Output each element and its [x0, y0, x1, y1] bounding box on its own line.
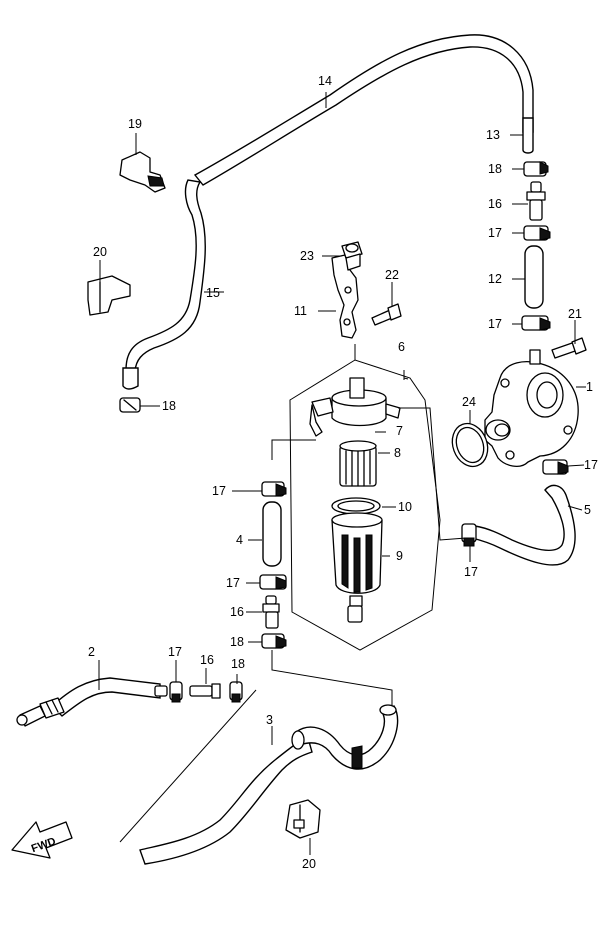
callout-5: 5 [584, 503, 591, 517]
routing-guide-lines [119, 407, 467, 843]
flange-nut-23 [341, 241, 363, 271]
fuel-pump-1 [484, 349, 579, 468]
callout-20-lower: 20 [302, 857, 316, 871]
callout-1: 1 [586, 380, 593, 394]
callout-17-col-upper: 17 [212, 484, 226, 498]
fuel-hose-3 [139, 704, 399, 865]
filter-bowl-9 [331, 512, 383, 623]
hose-clamp-17-right-lower [521, 315, 551, 331]
forward-direction-arrow: FWD [11, 821, 73, 859]
callout-17-right-lower: 17 [488, 317, 502, 331]
callout-17-right-upper: 17 [488, 226, 502, 240]
hose-clip-19 [119, 151, 166, 193]
callout-16-right: 16 [488, 197, 502, 211]
callout-15: 15 [206, 286, 220, 300]
callout-24: 24 [462, 395, 476, 409]
callout-17-bottom: 17 [168, 645, 182, 659]
hose-clamp-17-pump [542, 459, 569, 475]
callout-13: 13 [486, 128, 500, 142]
callout-18-bottom: 18 [231, 657, 245, 671]
bracket-11 [331, 254, 359, 339]
bolt-22 [371, 303, 402, 326]
hose-clamp-18-col [261, 633, 287, 649]
callout-22: 22 [385, 268, 399, 282]
fuel-hose-4 [262, 501, 282, 567]
callout-16-col: 16 [230, 605, 244, 619]
hose-clip-20-lower [285, 799, 321, 839]
callout-18-left: 18 [162, 399, 176, 413]
assembly-6-outline [289, 359, 441, 651]
fuel-hose-2 [16, 677, 168, 727]
hose-clamp-18-right [523, 161, 549, 177]
callout-9: 9 [396, 549, 403, 563]
callout-12: 12 [488, 272, 502, 286]
callout-6: 6 [398, 340, 405, 354]
hose-clamp-17-right-upper [523, 225, 551, 241]
callout-20-upper: 20 [93, 245, 107, 259]
callout-8: 8 [394, 446, 401, 460]
callout-17-pump: 17 [584, 458, 598, 472]
fuel-hose-14 [193, 34, 534, 186]
callout-11: 11 [294, 304, 307, 318]
connector-16-right [526, 181, 546, 221]
hose-clamp-17-col-lower [259, 574, 287, 590]
callout-18-right: 18 [488, 162, 502, 176]
hose-clamp-17-col-upper [261, 481, 287, 497]
callout-4: 4 [236, 533, 243, 547]
callout-3: 3 [266, 713, 273, 727]
callout-21: 21 [568, 307, 582, 321]
filter-head-7 [309, 377, 401, 437]
fuel-hose-15 [122, 179, 206, 390]
callout-23: 23 [300, 249, 314, 263]
connector-16-col [262, 595, 280, 629]
filter-element-8 [339, 440, 377, 487]
callout-14: 14 [318, 74, 332, 88]
hose-clip-20-upper [87, 275, 131, 316]
callout-2: 2 [88, 645, 95, 659]
fuel-hose-12 [524, 245, 544, 309]
callout-leader-lines [98, 92, 586, 855]
callout-labels: 1 2 3 4 5 6 7 8 9 10 11 12 13 14 15 16 1… [88, 74, 598, 871]
fuel-hose-5 [471, 484, 576, 566]
callout-17-col-lower: 17 [226, 576, 240, 590]
o-ring-24 [451, 422, 489, 468]
callout-10: 10 [398, 500, 412, 514]
hose-clamp-18-left [119, 397, 141, 413]
connector-16-bottom [189, 683, 221, 699]
o-ring-10 [331, 497, 381, 515]
callout-17-hose5: 17 [464, 565, 478, 579]
bolt-21 [551, 337, 587, 359]
hose-clamp-18-bottom [229, 681, 243, 703]
hose-clamp-17-bottom [169, 681, 183, 703]
callout-18-col: 18 [230, 635, 244, 649]
hose-clamp-17-hose5 [461, 523, 477, 547]
callout-16-bottom: 16 [200, 653, 214, 667]
callout-7: 7 [396, 424, 403, 438]
callout-19: 19 [128, 117, 142, 131]
